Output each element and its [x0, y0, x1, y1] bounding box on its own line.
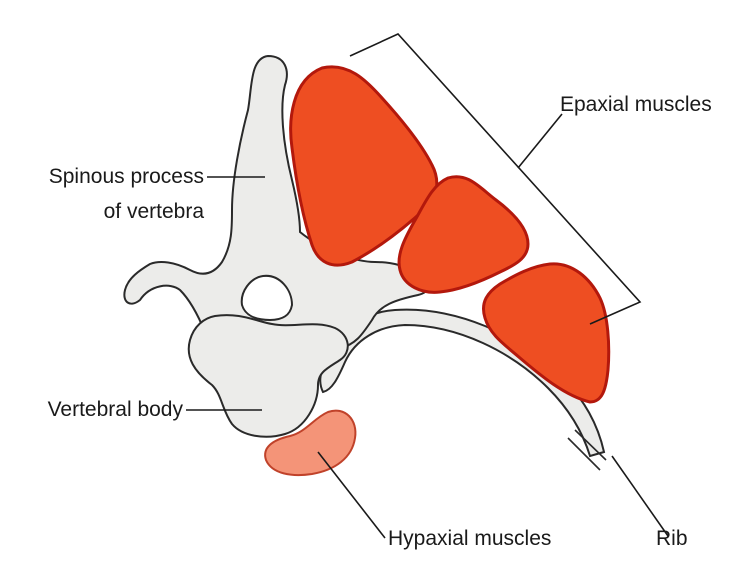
leader-lines — [186, 33, 669, 539]
vertebral-body-shape — [187, 314, 349, 438]
rib-extension-upper — [567, 437, 601, 471]
epaxial-muscle-lower — [482, 262, 611, 404]
rib-leader — [611, 455, 669, 537]
hypaxial-muscles — [264, 409, 357, 477]
rib-extension-lower — [574, 429, 607, 461]
epaxial-muscles — [289, 65, 611, 404]
rib-label: Rib — [656, 527, 688, 550]
epaxial-muscles-label: Epaxial muscles — [560, 93, 712, 116]
hypaxial-leader — [317, 451, 386, 539]
rib — [319, 308, 607, 471]
epaxial-leader — [517, 113, 563, 169]
spinous-process-label-line1: Spinous process — [48, 165, 204, 188]
epaxial-muscle-middle — [397, 175, 530, 294]
hypaxial-muscle-shape — [264, 409, 357, 477]
vertebral-body-label: Vertebral body — [47, 398, 183, 421]
hypaxial-muscles-label: Hypaxial muscles — [388, 527, 552, 550]
rib-shape — [319, 308, 606, 458]
vertebral-foramen — [240, 274, 294, 322]
vertebra — [123, 54, 429, 438]
spinous-process-label-line2: of vertebra — [103, 200, 204, 223]
epaxial-muscle-upper — [289, 65, 439, 267]
